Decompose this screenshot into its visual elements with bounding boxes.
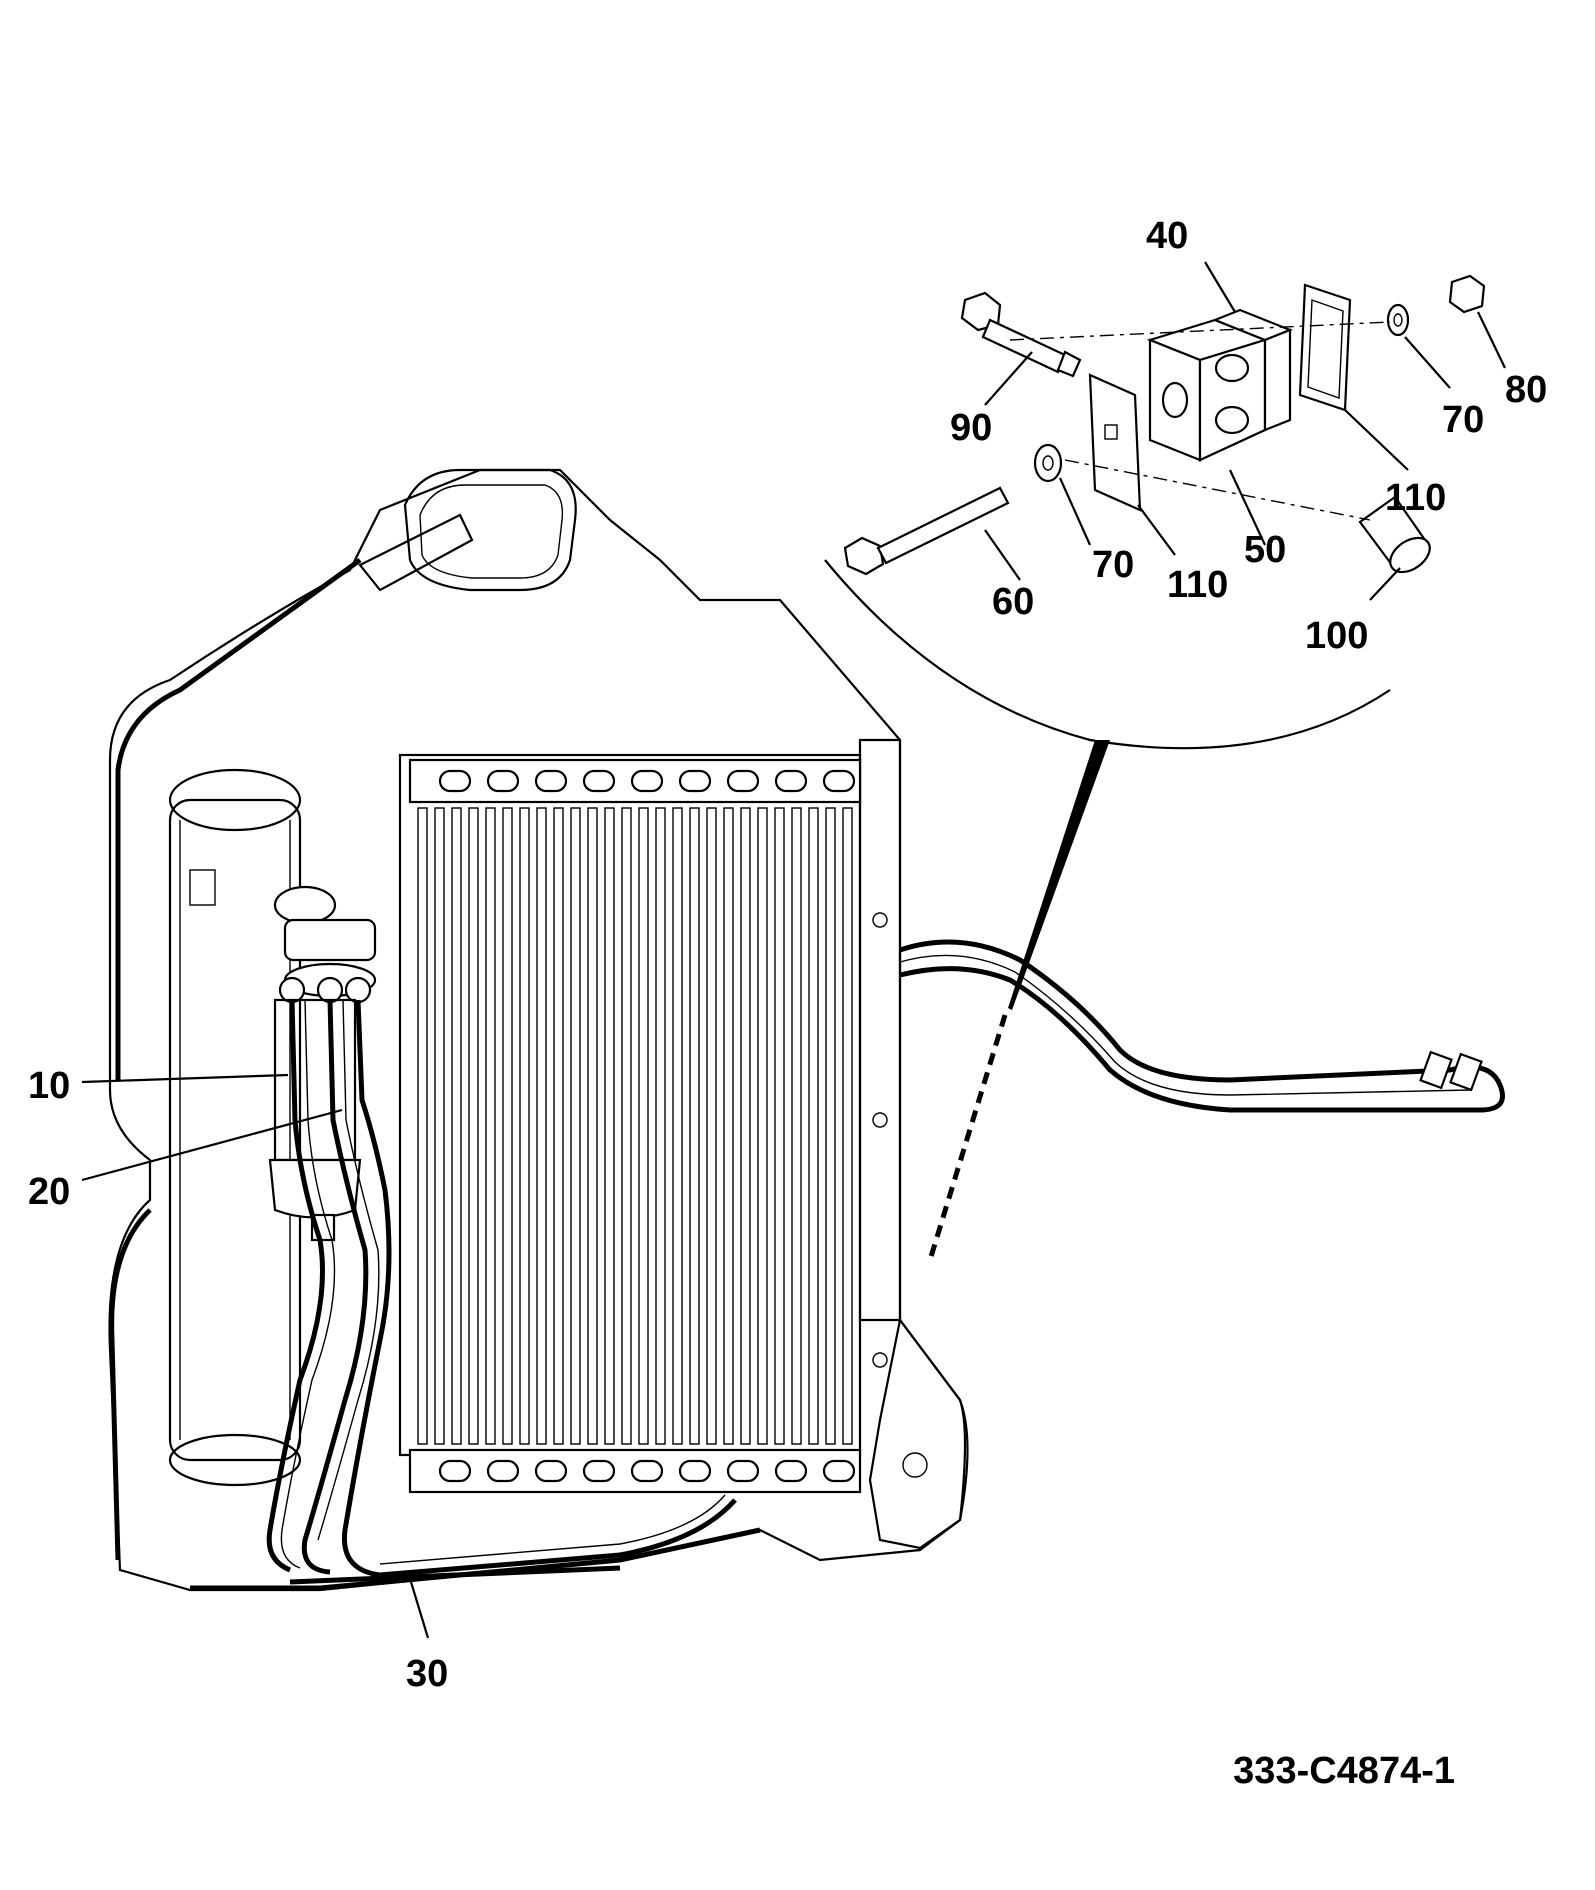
clamp-block — [1146, 308, 1293, 462]
cooler-fin — [621, 807, 632, 1445]
cooler-fin — [434, 807, 445, 1445]
spacer-plate-left — [1088, 373, 1142, 512]
return-hose — [899, 939, 1505, 1113]
cooler-fin — [757, 807, 768, 1445]
header-slot — [582, 1459, 616, 1483]
cooler-fin — [502, 807, 513, 1445]
callout-110-left: 110 — [1167, 564, 1228, 606]
header-slot — [678, 769, 712, 793]
callout-60: 60 — [992, 581, 1034, 623]
washer-right — [1386, 303, 1410, 337]
detail-arc — [824, 559, 1391, 750]
leader-lines — [81, 261, 1506, 1639]
cooler-assembly — [108, 468, 1505, 1592]
header-slot — [774, 769, 808, 793]
cooler-fin — [570, 807, 581, 1445]
callout-70-left: 70 — [1092, 544, 1134, 586]
cooler-fin — [655, 807, 666, 1445]
cooler-fin — [740, 807, 751, 1445]
callout-40: 40 — [1146, 215, 1188, 257]
callout-30: 30 — [406, 1653, 448, 1695]
cooler-fin — [468, 807, 479, 1445]
header-slot — [534, 1459, 568, 1483]
cooler-fin — [723, 807, 734, 1445]
callout-70-right: 70 — [1442, 399, 1484, 441]
cooler-fin — [536, 807, 547, 1445]
callout-20: 20 — [28, 1171, 70, 1213]
cooler-fin — [672, 807, 683, 1445]
callout-110-right: 110 — [1385, 477, 1446, 519]
header-slot — [822, 1459, 856, 1483]
hose-assembly — [266, 999, 737, 1585]
cooler-fin — [842, 807, 853, 1445]
cooler-fin — [553, 807, 564, 1445]
header-slot — [582, 769, 616, 793]
cooler-fin — [638, 807, 649, 1445]
nut-80 — [1448, 274, 1486, 314]
detail-leader — [1008, 740, 1110, 1010]
header-slot — [630, 769, 664, 793]
header-slot — [534, 769, 568, 793]
callout-50: 50 — [1244, 529, 1286, 571]
header-slot — [678, 1459, 712, 1483]
cooler-fin — [791, 807, 802, 1445]
callout-10: 10 — [28, 1065, 70, 1107]
cooler-fin — [417, 807, 428, 1445]
header-slot — [774, 1459, 808, 1483]
callout-labels: 10 20 30 40 50 60 70 70 80 90 100 110 11… — [28, 215, 1547, 1695]
drawing-number: 333-C4874-1 — [1233, 1750, 1455, 1792]
callout-80: 80 — [1505, 369, 1547, 411]
header-slot — [726, 769, 760, 793]
detail-view — [824, 274, 1486, 1261]
cooler-fin — [604, 807, 615, 1445]
washer-left — [1033, 443, 1063, 483]
callout-90: 90 — [950, 407, 992, 449]
bolt-90 — [960, 291, 1082, 378]
sleeve-100 — [1358, 495, 1431, 574]
cooler-fin — [706, 807, 717, 1445]
bolt-60 — [843, 486, 1010, 576]
cooler-fin — [485, 807, 496, 1445]
header-slot — [438, 1459, 472, 1483]
spacer-plate-right — [1298, 283, 1352, 412]
cooler-fin — [689, 807, 700, 1445]
cooler-fin — [808, 807, 819, 1445]
header-slot — [486, 1459, 520, 1483]
header-slot — [438, 769, 472, 793]
cooler-fin — [519, 807, 530, 1445]
header-slot — [726, 1459, 760, 1483]
cooler-fin — [774, 807, 785, 1445]
cooler-fin — [587, 807, 598, 1445]
filter-unit — [268, 885, 377, 1242]
callout-100: 100 — [1305, 615, 1368, 657]
oil-cooler-core — [398, 753, 862, 1494]
header-slot — [630, 1459, 664, 1483]
tank — [168, 798, 302, 1462]
header-slot — [486, 769, 520, 793]
mounting-frame — [108, 468, 967, 1592]
cooler-fin — [451, 807, 462, 1445]
cooler-fin — [825, 807, 836, 1445]
header-slot — [822, 769, 856, 793]
